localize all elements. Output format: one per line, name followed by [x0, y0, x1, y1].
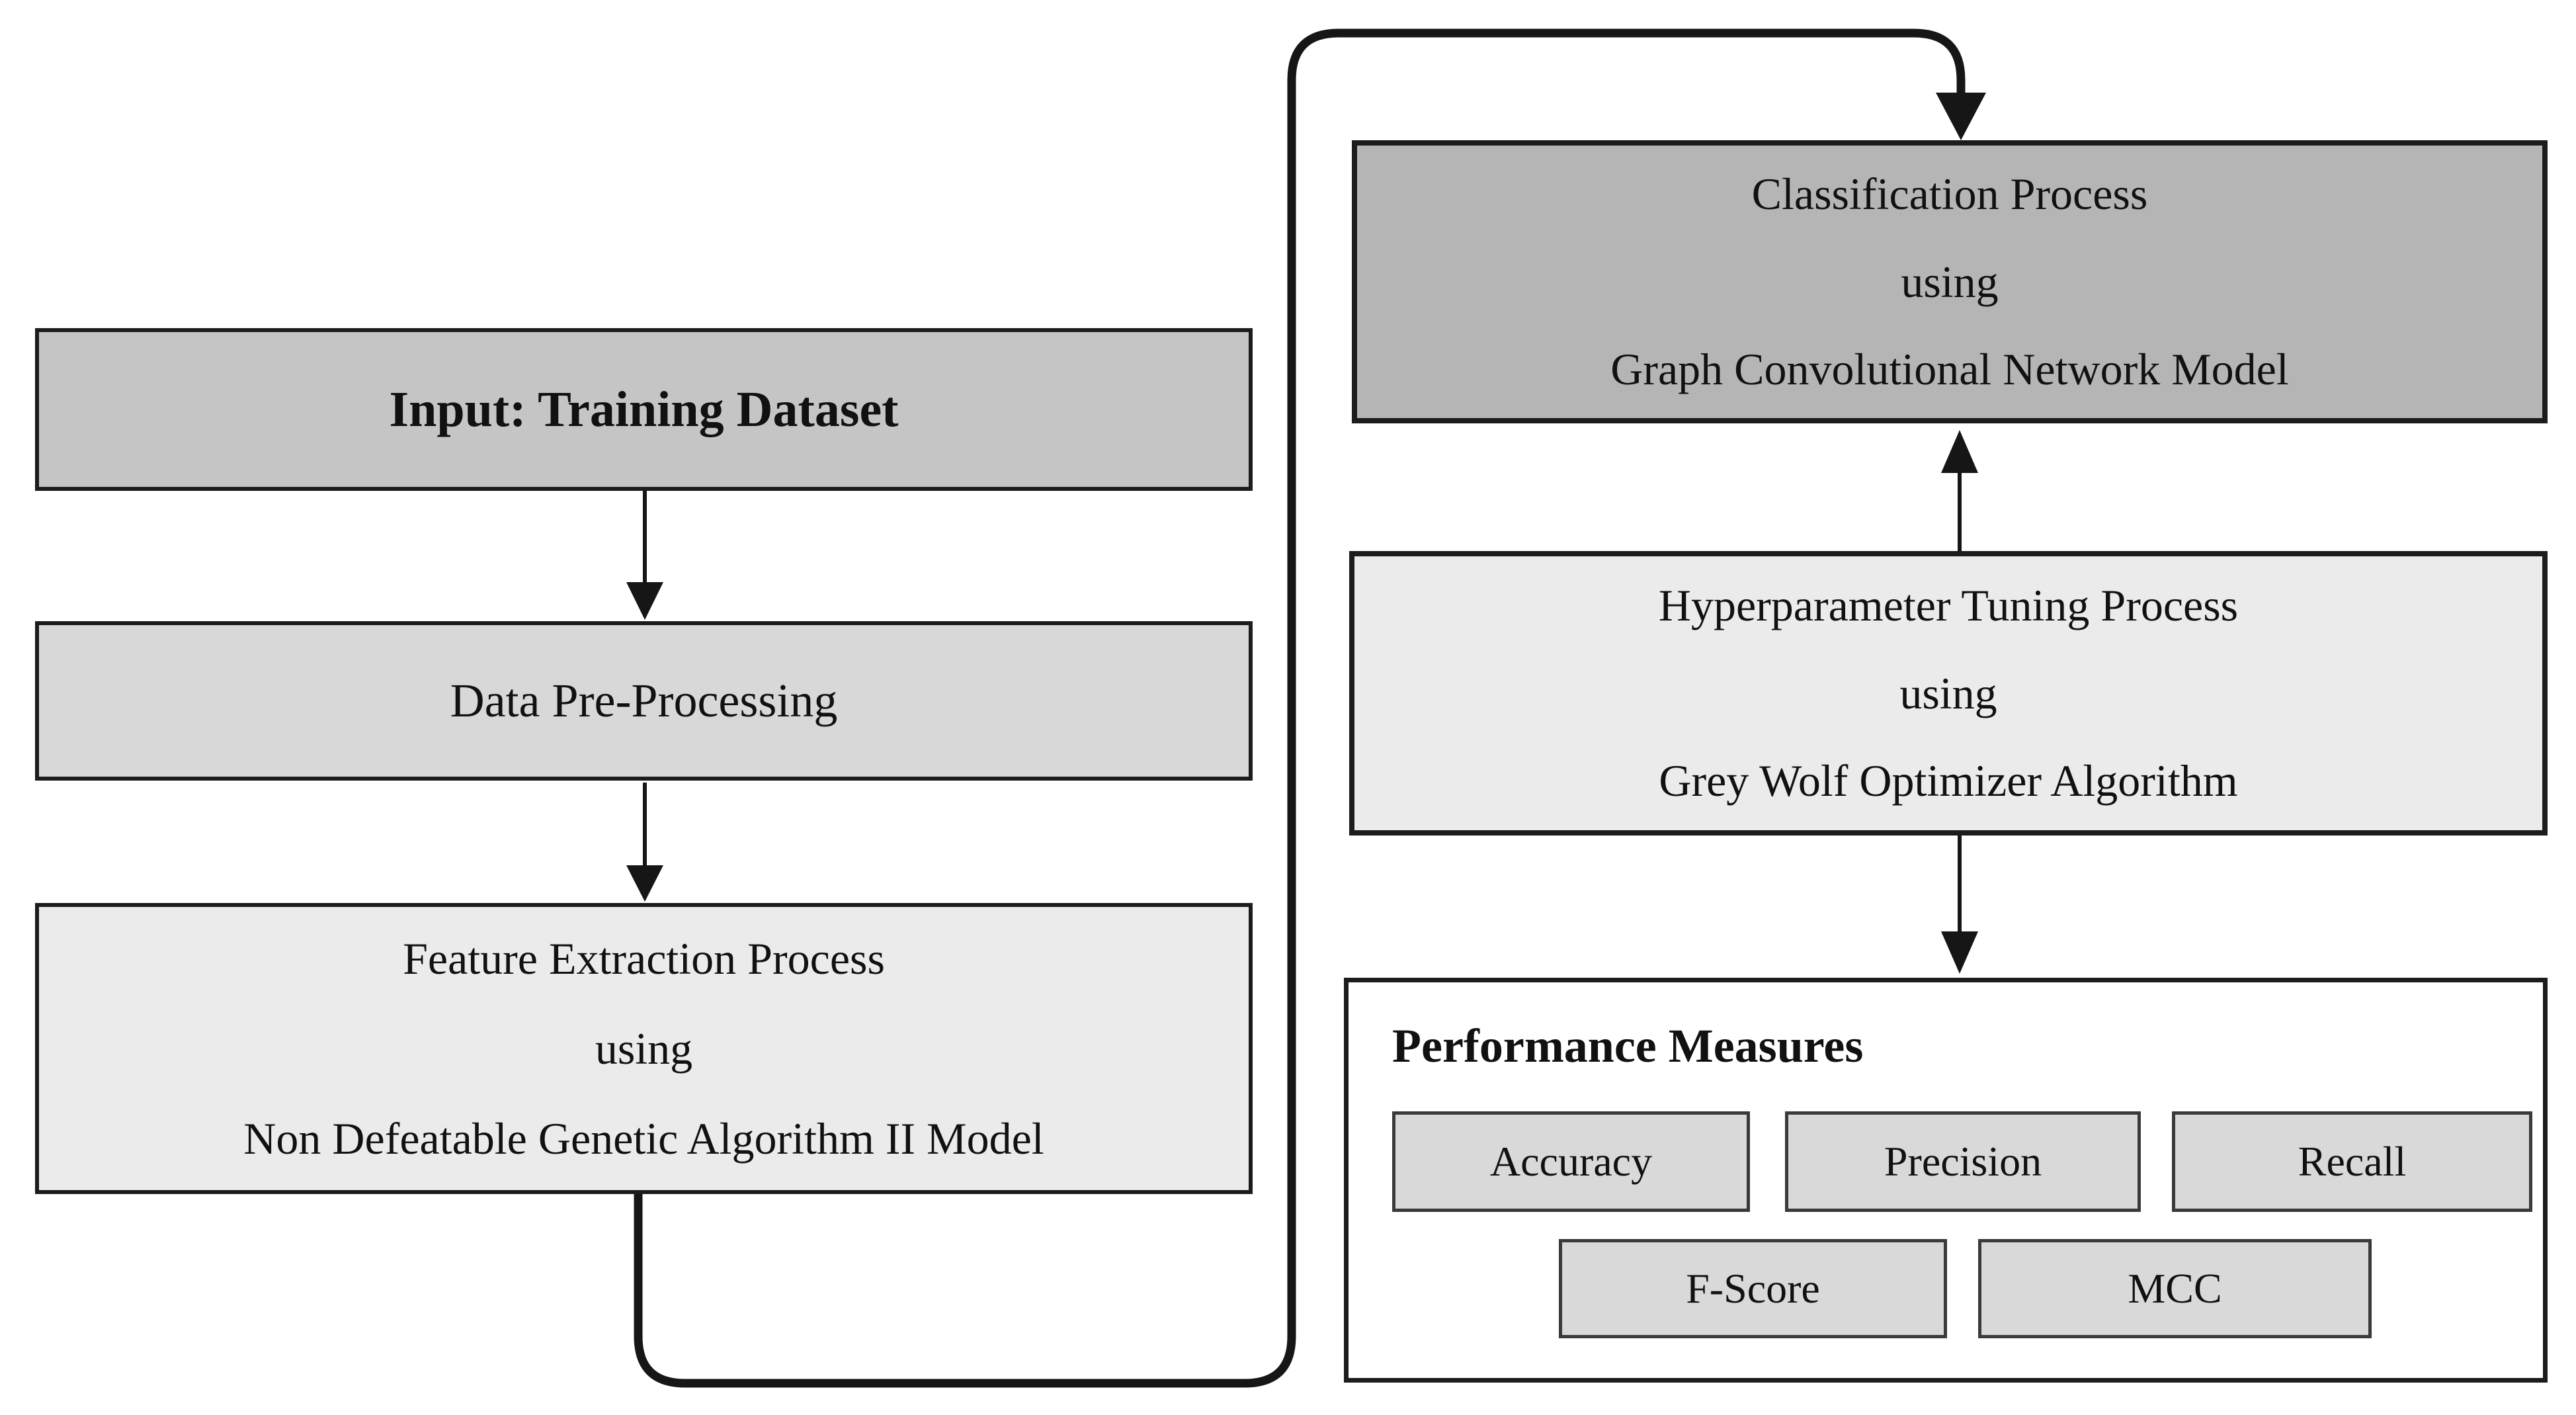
- input-training-dataset-label: Input: Training Dataset: [389, 381, 899, 437]
- feature-extraction-line-1: Feature Extraction Process: [403, 933, 885, 984]
- arrow-input-to-preprocessing-head: [626, 582, 663, 620]
- classification-process-box: Classification Process using Graph Convo…: [1352, 140, 2548, 423]
- connector-feature-to-classification-head: [1936, 93, 1986, 140]
- classification-line-1: Classification Process: [1751, 169, 2148, 220]
- measure-accuracy: Accuracy: [1392, 1111, 1750, 1212]
- hyperparameter-tuning-box: Hyperparameter Tuning Process using Grey…: [1349, 551, 2548, 836]
- classification-line-2: using: [1901, 256, 1999, 307]
- measure-f-score: F-Score: [1559, 1239, 1947, 1338]
- performance-measures-title: Performance Measures: [1392, 1019, 1864, 1072]
- feature-extraction-line-3: Non Defeatable Genetic Algorithm II Mode…: [243, 1113, 1044, 1164]
- feature-extraction-line-2: using: [595, 1023, 693, 1074]
- performance-measures-box: Performance Measures Accuracy Precision …: [1344, 978, 2548, 1383]
- measure-mcc: MCC: [1978, 1239, 2372, 1338]
- measure-recall: Recall: [2172, 1111, 2532, 1212]
- feature-extraction-box: Feature Extraction Process using Non Def…: [35, 903, 1253, 1194]
- hyperparameter-line-2: using: [1899, 667, 1997, 718]
- arrow-preprocessing-to-feature-head: [626, 865, 663, 902]
- hyperparameter-line-1: Hyperparameter Tuning Process: [1658, 580, 2239, 631]
- data-preprocessing-label: Data Pre-Processing: [450, 674, 838, 727]
- input-training-dataset-box: Input: Training Dataset: [35, 328, 1253, 491]
- data-preprocessing-box: Data Pre-Processing: [35, 621, 1253, 781]
- measure-precision: Precision: [1785, 1111, 2141, 1212]
- classification-line-3: Graph Convolutional Network Model: [1610, 344, 2289, 395]
- hyperparameter-line-3: Grey Wolf Optimizer Algorithm: [1659, 755, 2238, 806]
- connector-feature-to-classification-path: [634, 28, 1966, 1388]
- arrow-hyperparameter-to-classification-head: [1941, 430, 1978, 473]
- arrow-hyperparameter-to-performance-head: [1941, 931, 1978, 974]
